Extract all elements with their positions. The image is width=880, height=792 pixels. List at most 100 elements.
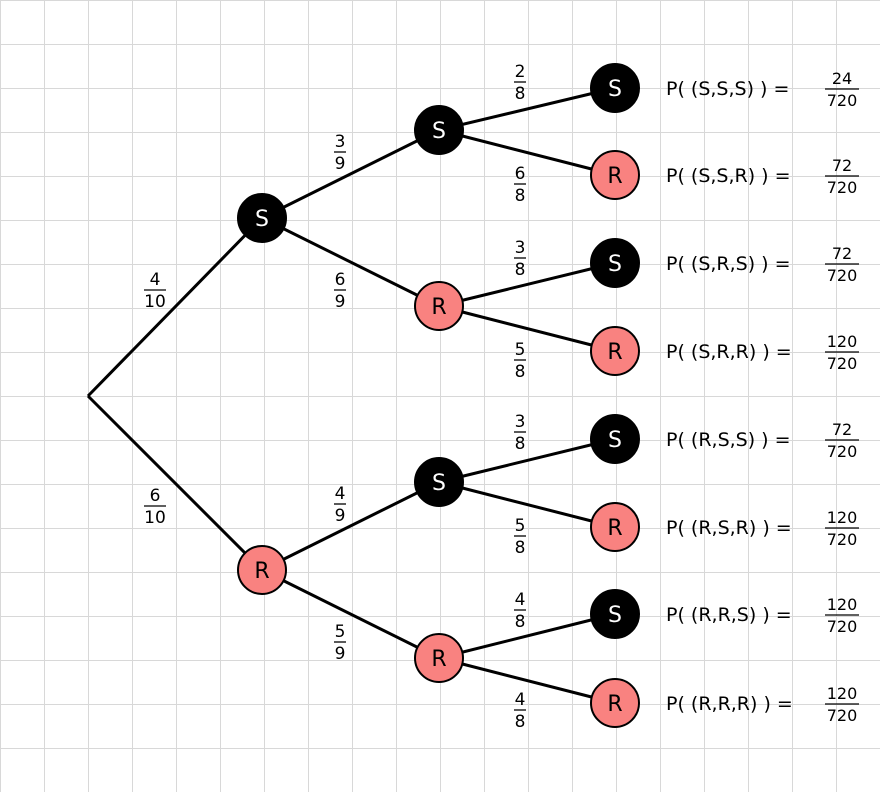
- node-label: R: [607, 692, 622, 717]
- result-numerator: 24: [832, 69, 852, 88]
- branch-fraction-rsr: 58: [514, 516, 526, 558]
- fraction-denominator: 9: [335, 506, 346, 526]
- branch-fraction-srs: 38: [514, 238, 526, 280]
- branch-fraction-ssr: 68: [514, 164, 526, 206]
- fraction-numerator: 6: [515, 164, 526, 184]
- branch-line-rrs: [438, 612, 616, 660]
- fraction-numerator: 5: [515, 516, 526, 536]
- branch-line-r1s: [261, 480, 440, 572]
- fraction-denominator: 10: [144, 292, 166, 312]
- branch-line-srr: [438, 304, 616, 353]
- node-circle: [590, 678, 640, 728]
- node-circle: [414, 633, 464, 683]
- result-expression: P( (R,R,R) ) =: [666, 693, 793, 715]
- node-rsr: R: [590, 502, 640, 552]
- branch-fraction-sss: 28: [514, 62, 526, 104]
- branch-fraction-rrr: 48: [514, 690, 526, 732]
- fraction-denominator: 8: [515, 538, 526, 558]
- result-denominator: 720: [827, 91, 858, 110]
- branch-line-sss: [438, 86, 616, 132]
- result-row-ssr: P( (S,S,R) ) = 72 720: [666, 156, 859, 197]
- node-circle: [590, 502, 640, 552]
- node-rrr: R: [590, 678, 640, 728]
- node-circle: [237, 193, 287, 243]
- branch-fraction-s1: 410: [144, 270, 166, 312]
- result-denominator: 720: [827, 354, 858, 373]
- node-s1r: R: [414, 281, 464, 331]
- node-circle: [590, 589, 640, 639]
- result-numerator: 72: [832, 420, 852, 439]
- result-numerator: 72: [832, 244, 852, 263]
- result-denominator: 720: [827, 617, 858, 636]
- branch-line-r1: [86, 394, 264, 572]
- fraction-denominator: 8: [515, 260, 526, 280]
- node-srr: R: [590, 326, 640, 376]
- node-sss: S: [590, 63, 640, 113]
- node-label: R: [607, 340, 622, 365]
- result-expression: P( (R,S,S) ) =: [666, 429, 791, 451]
- node-srs: S: [590, 238, 640, 288]
- fraction-numerator: 5: [335, 622, 346, 642]
- result-row-rss: P( (R,S,S) ) = 72 720: [666, 420, 859, 461]
- branch-fraction-rrs: 48: [514, 590, 526, 632]
- branch-line-s1: [86, 216, 264, 398]
- fraction-denominator: 8: [515, 612, 526, 632]
- fraction-numerator: 5: [515, 340, 526, 360]
- branch-line-s1s: [261, 128, 440, 220]
- fraction-numerator: 4: [515, 690, 526, 710]
- node-circle: [237, 545, 287, 595]
- result-denominator: 720: [827, 178, 858, 197]
- branch-line-r1r: [261, 568, 440, 660]
- result-row-rrr: P( (R,R,R) ) = 120 720: [666, 684, 859, 725]
- fraction-numerator: 3: [515, 238, 526, 258]
- node-circle: [590, 238, 640, 288]
- result-numerator: 120: [827, 684, 858, 703]
- node-label: S: [608, 603, 622, 628]
- node-label: R: [431, 295, 446, 320]
- node-circle: [414, 105, 464, 155]
- result-row-sss: P( (S,S,S) ) = 24 720: [666, 69, 859, 110]
- fraction-denominator: 10: [144, 508, 166, 528]
- result-expression: P( (R,R,S) ) =: [666, 604, 792, 626]
- branch-fraction-r1: 610: [144, 486, 166, 528]
- result-expression: P( (S,R,R) ) =: [666, 341, 792, 363]
- branch-line-rsr: [438, 480, 616, 529]
- branch-line-ssr: [438, 128, 616, 177]
- node-s1: S: [237, 193, 287, 243]
- branch-fraction-r1r: 59: [334, 622, 346, 664]
- tree-edges: [86, 86, 616, 705]
- node-label: R: [607, 164, 622, 189]
- fraction-numerator: 6: [150, 486, 161, 506]
- node-label: R: [607, 516, 622, 541]
- result-expression: P( (S,S,R) ) =: [666, 165, 791, 187]
- node-r1: R: [237, 545, 287, 595]
- fraction-numerator: 6: [335, 270, 346, 290]
- node-r1r: R: [414, 633, 464, 683]
- node-circle: [590, 63, 640, 113]
- fraction-denominator: 9: [335, 644, 346, 664]
- result-numerator: 120: [827, 508, 858, 527]
- fraction-numerator: 4: [515, 590, 526, 610]
- node-rss: S: [590, 414, 640, 464]
- fraction-numerator: 3: [335, 132, 346, 152]
- fraction-numerator: 2: [515, 62, 526, 82]
- branch-line-srs: [438, 261, 616, 308]
- node-label: R: [254, 559, 269, 584]
- fraction-denominator: 9: [335, 154, 346, 174]
- result-expression: P( (S,S,S) ) =: [666, 78, 789, 100]
- fraction-denominator: 9: [335, 292, 346, 312]
- result-denominator: 720: [827, 706, 858, 725]
- node-ssr: R: [590, 150, 640, 200]
- node-r1s: S: [414, 457, 464, 507]
- branch-fraction-s1s: 39: [334, 132, 346, 174]
- result-numerator: 72: [832, 156, 852, 175]
- result-denominator: 720: [827, 442, 858, 461]
- fraction-denominator: 8: [515, 434, 526, 454]
